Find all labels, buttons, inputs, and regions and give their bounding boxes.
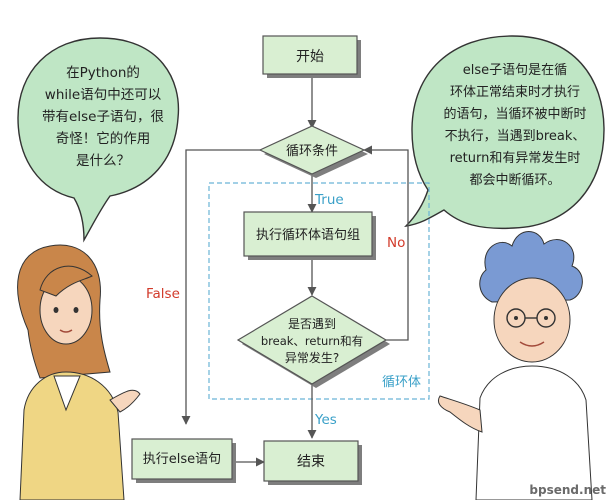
else-node: 执行else语句 [131,438,236,483]
true-label: True [314,192,344,208]
start-node: 开始 [262,35,361,78]
no-label: No [387,235,405,251]
left-speech-bubble [17,37,180,243]
man-character [437,231,593,500]
break-check-line1: 是否遇到 [288,317,336,331]
false-label: False [146,286,180,302]
edge-no-loopback [363,145,409,341]
else-label: 执行else语句 [143,452,221,467]
condition-label: 循环条件 [286,143,338,159]
yes-label: Yes [314,412,337,428]
left-bubble-text: 在Python的 while语句中还可以 带有else子语句，很 奇怪！它的作用… [42,65,164,169]
end-node: 结束 [263,440,362,485]
end-label: 结束 [297,454,325,470]
break-check-line3: 异常发生? [285,350,339,365]
watermark: bpsend.net [529,483,606,497]
loop-body-label: 执行循环体语句组 [256,228,360,243]
start-label: 开始 [296,49,324,65]
loop-region-label: 循环体 [382,375,421,390]
right-speech-bubble [404,35,605,230]
loop-body-node: 执行循环体语句组 [243,211,376,260]
condition-node: 循环条件 [258,125,368,178]
break-check-node: 是否遇到 break、return和有 异常发生? [236,295,390,388]
break-check-line2: break、return和有 [261,334,363,348]
right-bubble-text: else子语句是在循 环体正常结束时才执行 的语句，当循环被中断时 不执行，当遇… [443,63,587,188]
edge-false [181,149,262,425]
connectors [181,77,409,467]
woman-character [17,244,141,500]
loop-region-box [208,182,430,400]
